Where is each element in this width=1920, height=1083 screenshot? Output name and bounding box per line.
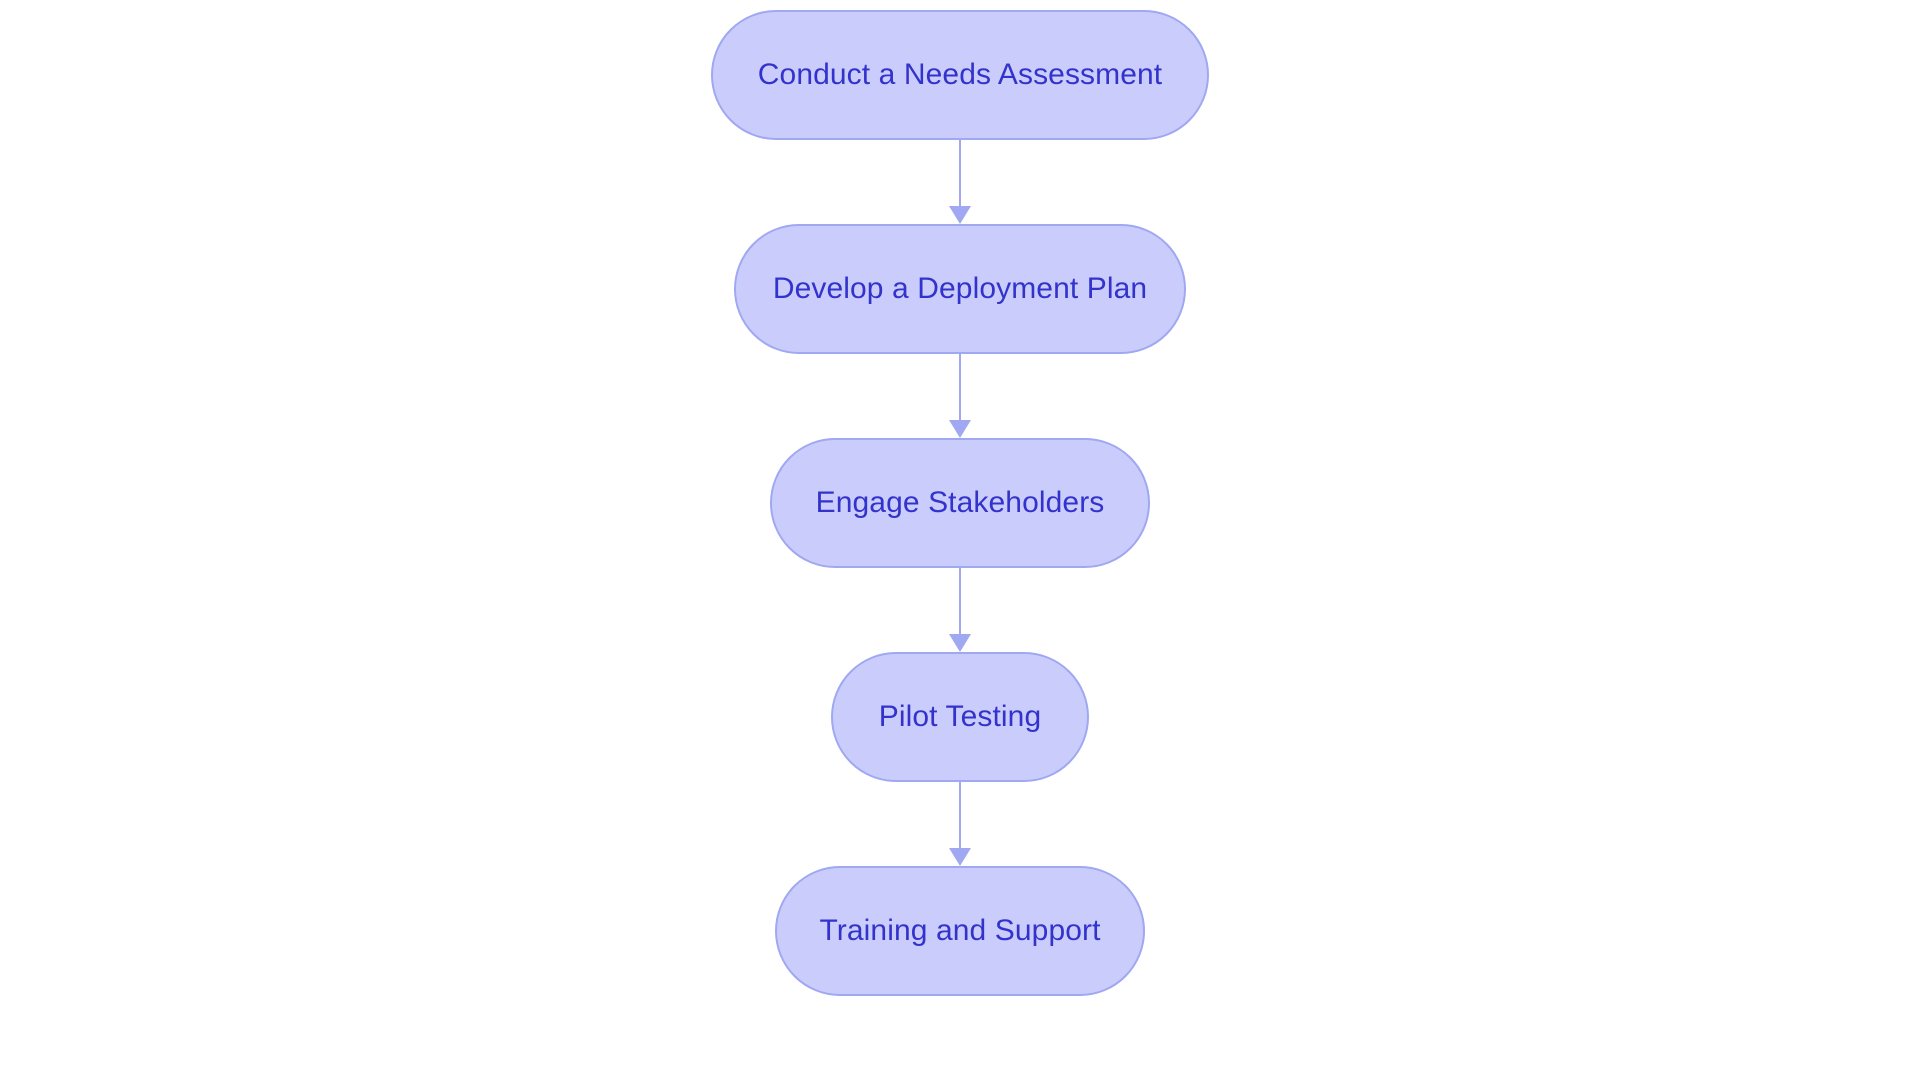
flow-node-label: Training and Support — [819, 914, 1101, 947]
flow-node-label: Engage Stakeholders — [815, 486, 1105, 519]
flow-edge-n4-to-n5 — [940, 782, 980, 866]
flow-edge-n1-to-n2 — [940, 140, 980, 224]
arrow-down-icon — [949, 848, 971, 866]
edge-line — [959, 568, 961, 635]
flow-node-pilot-testing[interactable]: Pilot Testing — [831, 652, 1089, 782]
flow-node-training-and-support[interactable]: Training and Support — [775, 866, 1145, 996]
arrow-down-icon — [949, 420, 971, 438]
edge-line — [959, 140, 961, 207]
flow-node-conduct-a-needs-assessment[interactable]: Conduct a Needs Assessment — [711, 10, 1209, 140]
arrow-down-icon — [949, 634, 971, 652]
flow-node-label: Pilot Testing — [878, 700, 1042, 733]
arrow-down-icon — [949, 206, 971, 224]
flow-edge-n2-to-n3 — [940, 354, 980, 438]
flow-node-engage-stakeholders[interactable]: Engage Stakeholders — [770, 438, 1150, 568]
edge-line — [959, 354, 961, 421]
edge-line — [959, 782, 961, 849]
flow-node-develop-a-deployment-plan[interactable]: Develop a Deployment Plan — [734, 224, 1186, 354]
flow-edge-n3-to-n4 — [940, 568, 980, 652]
flow-node-label: Conduct a Needs Assessment — [757, 58, 1163, 91]
flow-node-label: Develop a Deployment Plan — [772, 272, 1148, 305]
